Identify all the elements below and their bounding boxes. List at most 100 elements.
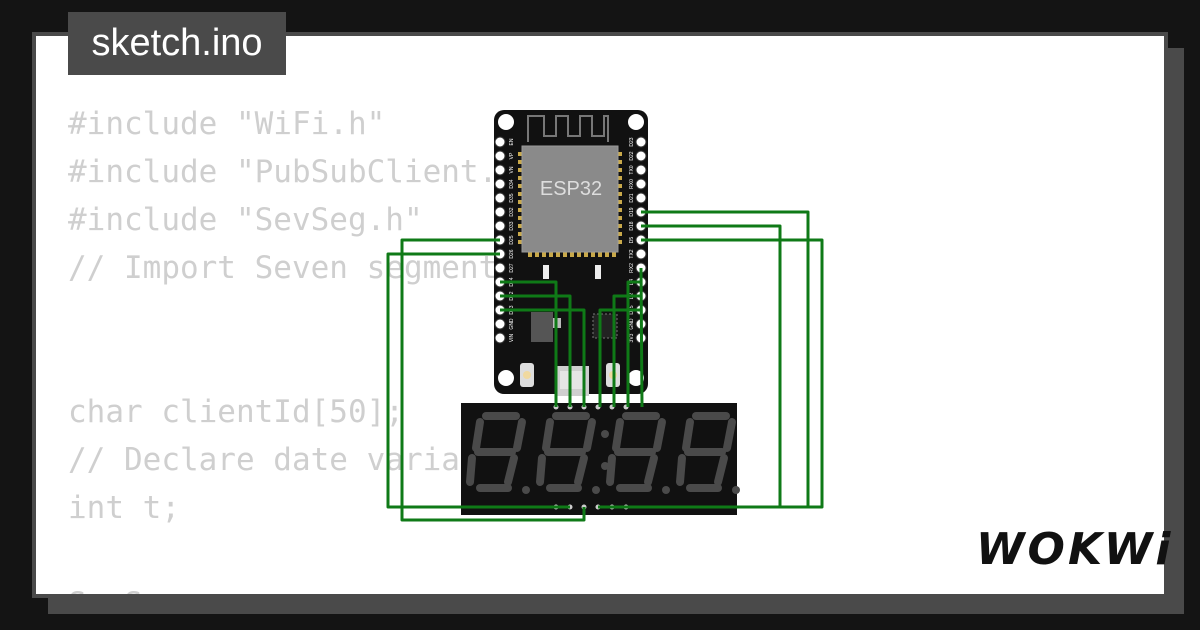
pin-label: VP bbox=[509, 152, 515, 159]
usb-port bbox=[560, 371, 584, 389]
chip-pad bbox=[570, 252, 574, 257]
chip-pad bbox=[518, 168, 522, 172]
regulator bbox=[531, 312, 553, 342]
chip-pad bbox=[618, 160, 622, 164]
header-pin[interactable] bbox=[635, 248, 647, 260]
left-pin-header: ENVPVND34D35D32D33D25D26D27D14D12D13GNDV… bbox=[494, 136, 515, 344]
segment bbox=[466, 454, 476, 486]
wire[interactable] bbox=[612, 294, 641, 407]
chip-pad bbox=[618, 232, 622, 236]
wire[interactable] bbox=[626, 238, 824, 509]
header-pin[interactable] bbox=[494, 178, 506, 190]
chip-pad bbox=[618, 152, 622, 156]
chip-pad bbox=[618, 184, 622, 188]
pin-label: D26 bbox=[509, 249, 515, 258]
pin-label: D21 bbox=[629, 193, 635, 202]
segment bbox=[644, 454, 658, 486]
pin-label: GND bbox=[509, 318, 515, 330]
chip-pad bbox=[556, 252, 560, 257]
wire[interactable] bbox=[500, 280, 558, 407]
chip-pad bbox=[584, 252, 588, 257]
seven-segment-display[interactable] bbox=[461, 403, 740, 515]
code-line: char clientId[50]; bbox=[68, 394, 404, 430]
pin-label: D18 bbox=[629, 221, 635, 230]
wire[interactable] bbox=[400, 238, 586, 522]
segment bbox=[536, 454, 546, 486]
wire[interactable] bbox=[500, 294, 572, 407]
wires bbox=[386, 210, 824, 522]
decimal-point bbox=[522, 486, 530, 494]
code-line: #include "WiFi.h" bbox=[68, 106, 386, 142]
header-pin[interactable] bbox=[635, 178, 647, 190]
header-pin[interactable] bbox=[635, 136, 647, 148]
chip-pad bbox=[518, 240, 522, 244]
sketch-title: sketch.ino bbox=[68, 12, 286, 75]
chip-pad bbox=[618, 224, 622, 228]
header-pin[interactable] bbox=[494, 332, 506, 344]
pin-label: D22 bbox=[629, 151, 635, 160]
chip-pad bbox=[618, 208, 622, 212]
chip-pad bbox=[618, 192, 622, 196]
colon-dot bbox=[601, 430, 609, 438]
pin-label: D25 bbox=[509, 235, 515, 244]
chip-pad bbox=[518, 200, 522, 204]
mount-hole bbox=[628, 370, 644, 386]
right-pin-header: D23D22TX0RX0D21D19D18D5TX2RX2D4D2D15GND3… bbox=[629, 136, 647, 344]
header-pin[interactable] bbox=[494, 136, 506, 148]
segment bbox=[583, 418, 596, 452]
pin-label: D23 bbox=[629, 137, 635, 146]
pin-label: GND bbox=[629, 318, 635, 330]
pin-label: 3V3 bbox=[629, 333, 635, 342]
header-pin[interactable] bbox=[494, 262, 506, 274]
header-pin[interactable] bbox=[494, 150, 506, 162]
chip-pad bbox=[618, 216, 622, 220]
chip-pad bbox=[618, 176, 622, 180]
header-pin[interactable] bbox=[635, 150, 647, 162]
header-pin[interactable] bbox=[494, 318, 506, 330]
chip-pad bbox=[518, 216, 522, 220]
segment bbox=[513, 418, 526, 452]
chip-pad bbox=[612, 252, 616, 257]
esp32-board[interactable]: ESP32 ENVPVND34D35D32D33D25D26D27D14D12D… bbox=[494, 110, 648, 396]
header-pin[interactable] bbox=[494, 192, 506, 204]
header-pin[interactable] bbox=[494, 220, 506, 232]
wire[interactable] bbox=[626, 280, 641, 407]
chip-label: ESP32 bbox=[540, 178, 602, 200]
segment bbox=[606, 454, 616, 486]
segment bbox=[682, 418, 694, 452]
mount-hole bbox=[498, 114, 514, 130]
header-pin[interactable] bbox=[494, 164, 506, 176]
chip-pad bbox=[518, 176, 522, 180]
header-pin[interactable] bbox=[635, 192, 647, 204]
wire[interactable] bbox=[500, 308, 586, 407]
segment bbox=[723, 418, 736, 452]
chip-pad bbox=[591, 252, 595, 257]
chip-pad bbox=[518, 160, 522, 164]
button-cap bbox=[523, 371, 531, 379]
segment bbox=[504, 454, 518, 486]
segment bbox=[612, 418, 624, 452]
chip-pad bbox=[563, 252, 567, 257]
pin-label: VIN bbox=[509, 333, 515, 342]
wire[interactable] bbox=[386, 252, 570, 509]
pin-label: D34 bbox=[509, 179, 515, 188]
chip-pad bbox=[549, 252, 553, 257]
header-pin[interactable] bbox=[635, 164, 647, 176]
wire[interactable] bbox=[598, 308, 641, 407]
display-digits bbox=[466, 412, 740, 494]
chip-pad bbox=[518, 208, 522, 212]
chip-pad bbox=[618, 168, 622, 172]
header-pin[interactable] bbox=[494, 206, 506, 218]
pin-label: TX2 bbox=[629, 249, 635, 258]
pin-label: RX0 bbox=[629, 179, 635, 189]
segment bbox=[472, 418, 484, 452]
chip-pad bbox=[518, 184, 522, 188]
smd-part bbox=[595, 265, 601, 279]
segment bbox=[653, 418, 666, 452]
wire[interactable] bbox=[639, 267, 644, 408]
code-line: #include "PubSubClient.h" bbox=[68, 154, 535, 190]
pin-label: D27 bbox=[509, 263, 515, 272]
chip-pad bbox=[598, 252, 602, 257]
decimal-point bbox=[592, 486, 600, 494]
